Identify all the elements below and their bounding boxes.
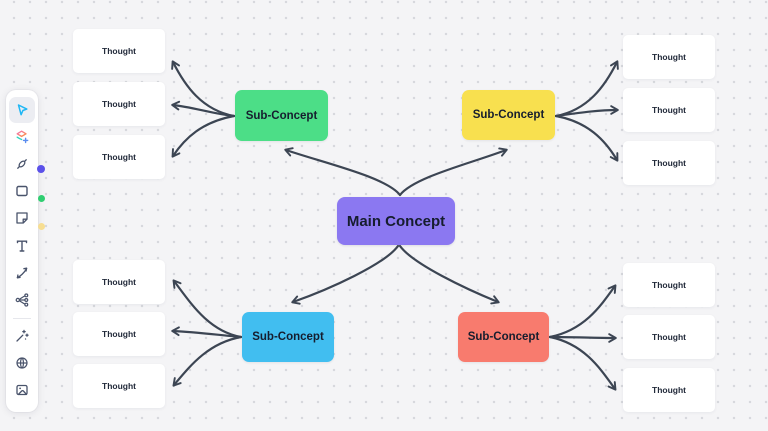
thought-node[interactable]: Thought (623, 368, 715, 412)
select-tool-button[interactable] (9, 96, 35, 123)
main-concept-node[interactable]: Main Concept (337, 197, 455, 245)
arrow-main-to-sub-tl (284, 147, 402, 197)
arrow-sub-bl-2 (171, 326, 243, 339)
sticky-color-indicator (37, 222, 45, 230)
sticky-note-tool-button[interactable] (9, 205, 35, 231)
image-icon (16, 385, 28, 396)
globe-icon (16, 357, 28, 369)
pen-icon (17, 159, 27, 169)
sticky-note-icon (16, 212, 28, 224)
thought-node[interactable]: Thought (73, 364, 165, 408)
thought-node[interactable]: Thought (73, 135, 165, 179)
sub-concept-node-blue[interactable]: Sub-Concept (242, 312, 334, 362)
connector-tool-button[interactable] (9, 260, 35, 286)
arrow-main-to-sub-tr (398, 147, 508, 197)
mind-map-icon (15, 293, 29, 307)
image-tool-button[interactable] (9, 377, 35, 403)
elements-tool-button[interactable] (9, 124, 35, 150)
embed-tool-button[interactable] (9, 350, 35, 376)
thought-node[interactable]: Thought (73, 82, 165, 126)
mind-map-tool-button[interactable] (9, 287, 35, 313)
arrow-sub-br-1 (548, 284, 617, 339)
thought-node[interactable]: Thought (623, 141, 715, 185)
arrow-sub-tr-2 (554, 105, 619, 118)
wand-sparkles-icon (16, 329, 29, 342)
arrow-sub-br-2 (548, 333, 617, 343)
sub-concept-node-red[interactable]: Sub-Concept (458, 312, 549, 362)
cursor-icon (17, 103, 28, 116)
shape-color-indicator (37, 194, 45, 202)
arrow-main-to-sub-bl (291, 244, 400, 305)
thought-node[interactable]: Thought (73, 29, 165, 73)
arrow-sub-tl-2 (171, 100, 236, 118)
thought-node[interactable]: Thought (623, 315, 715, 359)
sub-concept-node-green[interactable]: Sub-Concept (235, 90, 328, 141)
text-tool-button[interactable] (9, 233, 35, 259)
shapes-stack-icon (16, 130, 29, 143)
arrow-sub-tr-3 (554, 114, 619, 162)
arrow-sub-bl-1 (172, 279, 243, 339)
shape-tool-button[interactable] (9, 178, 35, 204)
arrow-sub-br-3 (548, 335, 617, 391)
arrow-sub-tr-1 (554, 60, 619, 118)
toolbar-divider (13, 317, 31, 319)
rectangle-icon (16, 185, 28, 197)
arrow-sub-tl-3 (171, 114, 236, 158)
pen-color-indicator (37, 165, 45, 173)
arrow-sub-tl-1 (171, 60, 236, 118)
text-icon (16, 240, 28, 252)
thought-node[interactable]: Thought (623, 35, 715, 79)
arrow-sub-bl-3 (172, 335, 243, 387)
sub-concept-node-yellow[interactable]: Sub-Concept (462, 90, 555, 140)
tool-rail (6, 90, 38, 412)
thought-node[interactable]: Thought (73, 260, 165, 304)
ai-wand-tool-button[interactable] (9, 323, 35, 349)
pen-tool-button[interactable] (9, 151, 35, 177)
arrow-main-to-sub-br (398, 244, 500, 305)
thought-node[interactable]: Thought (73, 312, 165, 356)
connector-icon (16, 267, 28, 279)
thought-node[interactable]: Thought (623, 88, 715, 132)
thought-node[interactable]: Thought (623, 263, 715, 307)
